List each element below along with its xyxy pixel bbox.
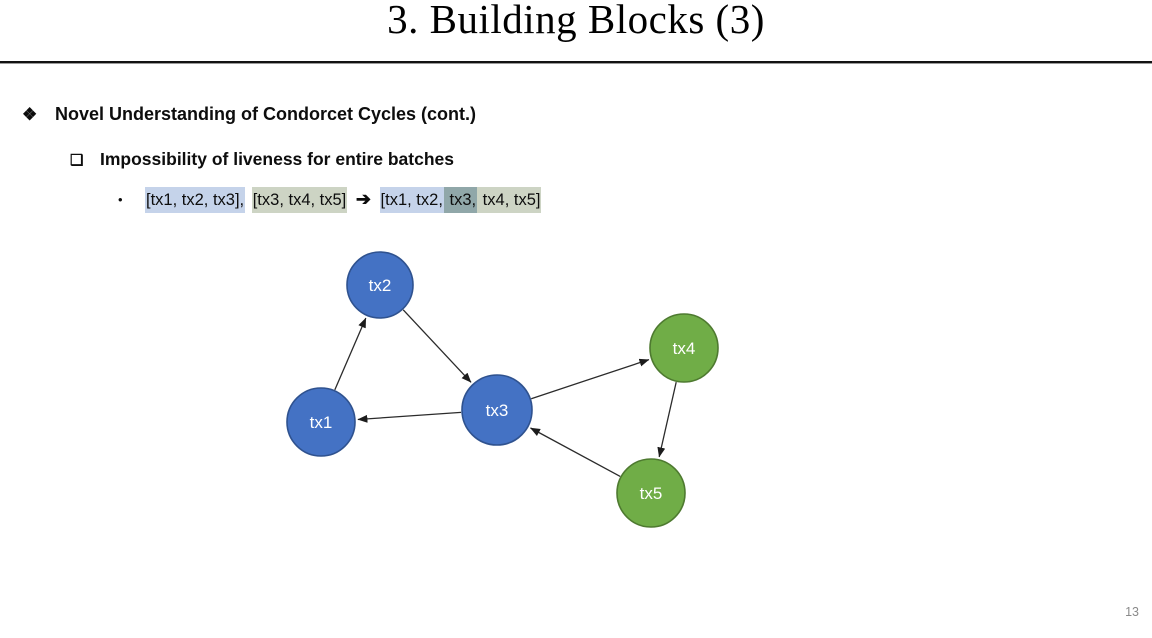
bullet-novel-understanding: ❖ Novel Understanding of Condorcet Cycle… — [22, 104, 476, 125]
page-number: 13 — [1125, 605, 1139, 619]
graph-node-tx4 — [649, 313, 719, 383]
batch-segment: tx3, — [443, 187, 478, 213]
graph-node-label-tx4: tx4 — [673, 339, 696, 358]
bullet-novel-understanding-label: Novel Understanding of Condorcet Cycles … — [55, 104, 477, 124]
graph-edge-tx3-to-tx4 — [530, 358, 650, 400]
bullet-impossibility-label: Impossibility of liveness for entire bat… — [100, 149, 454, 169]
slide-title: 3. Building Blocks (3) — [387, 0, 765, 42]
graph-edge-tx4-to-tx5 — [657, 381, 677, 458]
batch-segment: [tx1, tx2, tx3], — [145, 187, 246, 213]
graph-node-label-tx2: tx2 — [369, 276, 392, 295]
bullet-batch-example: • [tx1, tx2, tx3], [tx3, tx4, tx5] ➔ [tx… — [118, 187, 542, 213]
bullet-impossibility: ❑ Impossibility of liveness for entire b… — [70, 149, 454, 170]
batch-segment: [tx1, tx2, — [379, 187, 444, 213]
title-rule — [0, 61, 1152, 64]
merge-arrow-icon: ➔ — [355, 189, 371, 209]
batch-segment: [tx3, tx4, tx5] — [251, 187, 348, 213]
graph-edge-tx3-to-tx1 — [357, 411, 462, 423]
graph-edge-tx5-to-tx3 — [530, 427, 621, 477]
square-bullet-icon: ❑ — [70, 152, 84, 169]
diamond-bullet-icon: ❖ — [22, 105, 38, 124]
graph-node-tx5 — [616, 458, 686, 528]
graph-edge-tx1-to-tx2 — [334, 317, 367, 391]
graph-edges — [334, 309, 677, 477]
graph-node-label-tx5: tx5 — [640, 484, 663, 503]
graph-node-label-tx1: tx1 — [310, 413, 333, 432]
batch-segment: tx4, tx5] — [477, 187, 542, 213]
graph-node-tx3 — [461, 374, 533, 446]
graph-node-label-tx3: tx3 — [486, 401, 509, 420]
graph-nodes: tx1 tx2 tx3 tx4 tx5 — [286, 251, 719, 528]
batch-line: [tx1, tx2, tx3], [tx3, tx4, tx5] ➔ [tx1,… — [145, 187, 542, 213]
dot-bullet-icon: • — [118, 192, 123, 207]
graph-node-tx1 — [286, 387, 356, 457]
graph-node-tx2 — [346, 251, 414, 319]
graph-edge-tx2-to-tx3 — [402, 309, 472, 383]
